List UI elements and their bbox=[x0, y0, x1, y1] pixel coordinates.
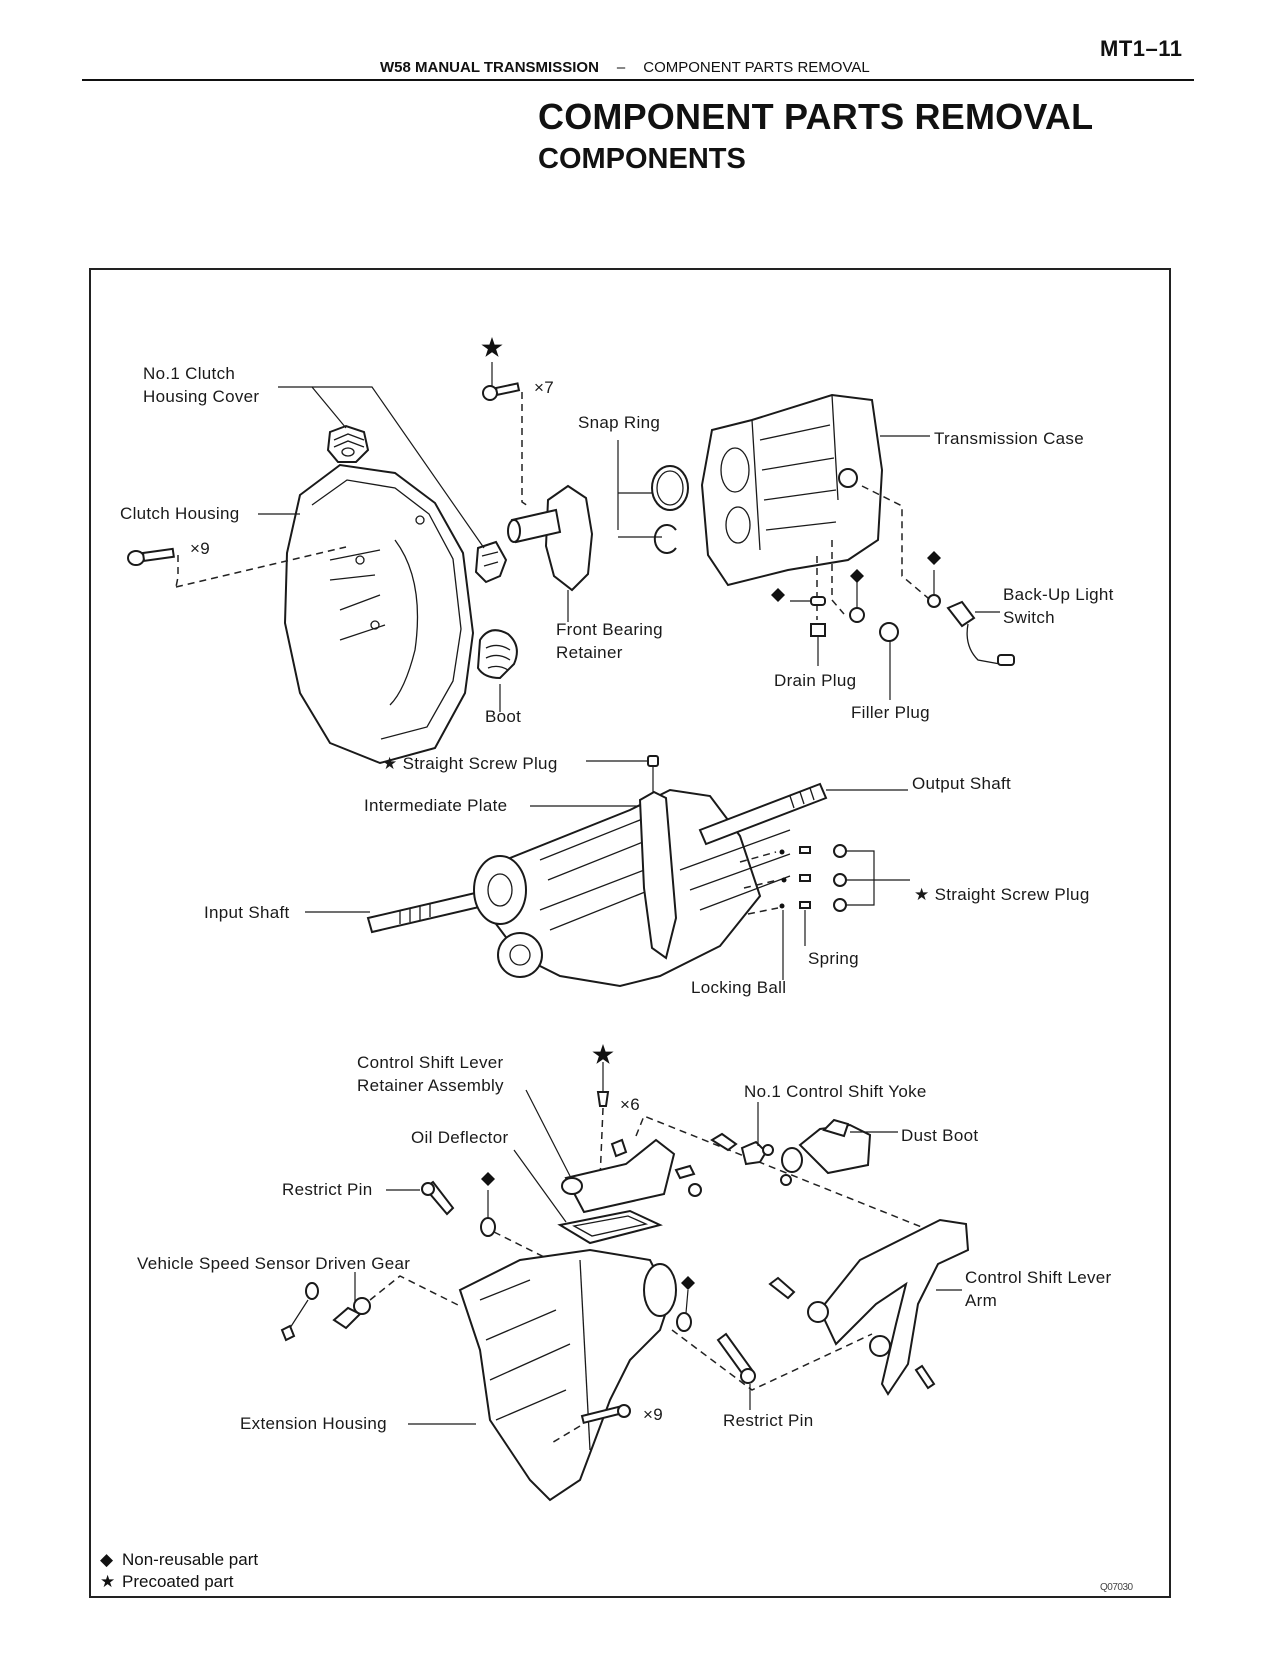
control-shift-yoke-part bbox=[710, 1102, 792, 1186]
non-reusable-diamond-icon bbox=[850, 569, 864, 583]
clutch-housing-bolt-part bbox=[127, 546, 347, 588]
diagram-frame bbox=[89, 268, 1171, 1598]
label-control-shift-lever-arm-line2: Arm bbox=[965, 1291, 998, 1310]
figure-code: Q07030 bbox=[1100, 1582, 1133, 1593]
label-qty-bearing-bolts: ×7 bbox=[534, 378, 554, 397]
label-output-shaft: Output Shaft bbox=[912, 774, 1012, 793]
non-reusable-diamond-icon: ◆ bbox=[100, 1550, 114, 1569]
restrict-pin-bottom-part bbox=[671, 1329, 873, 1410]
section-name: W58 MANUAL TRANSMISSION bbox=[380, 59, 599, 76]
label-text: Straight Screw Plug bbox=[402, 754, 558, 773]
label-spring: Spring bbox=[808, 949, 859, 968]
extension-bolt-part bbox=[549, 1404, 631, 1445]
label-straight-screw-plug-right: ★ Straight Screw Plug bbox=[914, 884, 1090, 906]
label-vehicle-speed-sensor-driven-gear: Vehicle Speed Sensor Driven Gear bbox=[137, 1254, 411, 1273]
label-no1-clutch-housing-cover-line1: No.1 Clutch bbox=[143, 364, 236, 383]
label-filler-plug: Filler Plug bbox=[851, 703, 930, 722]
label-restrict-pin-bottom: Restrict Pin bbox=[723, 1411, 814, 1430]
seal-part bbox=[474, 540, 508, 584]
precoated-star-icon bbox=[592, 1044, 614, 1064]
label-oil-deflector: Oil Deflector bbox=[411, 1128, 509, 1147]
gasket-parts bbox=[480, 1190, 692, 1332]
cover-leader-2 bbox=[312, 386, 485, 549]
legend-text: Non-reusable part bbox=[122, 1550, 259, 1569]
label-input-shaft: Input Shaft bbox=[204, 903, 290, 922]
label-straight-screw-plug-top: ★ Straight Screw Plug bbox=[382, 753, 558, 775]
topic-name: COMPONENT PARTS REMOVAL bbox=[643, 59, 870, 76]
label-no1-clutch-housing-cover-line2: Housing Cover bbox=[143, 387, 260, 406]
transmission-case-part bbox=[700, 393, 930, 587]
control-shift-lever-retainer-part bbox=[525, 1089, 945, 1237]
snap-ring-parts bbox=[617, 440, 689, 554]
label-control-shift-lever-retainer-line2: Retainer Assembly bbox=[357, 1076, 504, 1095]
bearing-retainer-bolt-part bbox=[482, 362, 529, 507]
legend-item-precoated: ★ Precoated part bbox=[100, 1571, 234, 1593]
label-qty-clutch-bolts: ×9 bbox=[190, 539, 210, 558]
control-shift-lever-arm-part bbox=[768, 1218, 970, 1396]
label-intermediate-plate: Intermediate Plate bbox=[364, 796, 508, 815]
non-reusable-diamond-icon bbox=[771, 588, 785, 602]
dust-boot-part bbox=[781, 1118, 898, 1175]
label-qty-retainer-bolts: ×6 bbox=[620, 1095, 640, 1114]
clutch-housing-part bbox=[283, 463, 475, 765]
label-back-up-light-switch-line2: Switch bbox=[1003, 608, 1055, 627]
label-boot: Boot bbox=[485, 707, 522, 726]
extension-housing-part bbox=[408, 1248, 677, 1502]
non-reusable-diamond-icon bbox=[481, 1172, 495, 1186]
label-locking-ball: Locking Ball bbox=[691, 978, 787, 997]
gear-train-assembly-part bbox=[366, 782, 828, 988]
label-extension-housing: Extension Housing bbox=[240, 1414, 387, 1433]
label-snap-ring: Snap Ring bbox=[578, 413, 661, 432]
drain-plug-part bbox=[790, 596, 826, 666]
retainer-bolt-part bbox=[596, 1062, 610, 1181]
front-bearing-retainer-part bbox=[507, 484, 594, 622]
label-text: Straight Screw Plug bbox=[934, 885, 1090, 904]
label-front-bearing-retainer-line1: Front Bearing bbox=[556, 620, 663, 639]
non-reusable-diamond-icon bbox=[681, 1276, 695, 1290]
label-back-up-light-switch-line1: Back-Up Light bbox=[1003, 585, 1114, 604]
label-restrict-pin-left: Restrict Pin bbox=[282, 1180, 373, 1199]
non-reusable-diamond-icon bbox=[927, 551, 941, 565]
clutch-housing-cover-part bbox=[326, 424, 370, 463]
back-up-light-switch-part bbox=[927, 570, 1015, 666]
precoated-star-icon bbox=[481, 337, 503, 357]
boot-part bbox=[476, 629, 518, 712]
precoated-star-icon: ★ bbox=[100, 1572, 116, 1591]
precoated-star-icon: ★ bbox=[382, 754, 398, 773]
cover-leader bbox=[278, 386, 347, 429]
filler-plug-guide bbox=[831, 540, 845, 615]
detent-parts bbox=[739, 844, 910, 980]
label-front-bearing-retainer-line2: Retainer bbox=[556, 643, 623, 662]
oil-deflector-part bbox=[513, 1149, 663, 1245]
restrict-pin-left-part bbox=[386, 1180, 455, 1216]
label-clutch-housing: Clutch Housing bbox=[120, 504, 240, 523]
label-drain-plug: Drain Plug bbox=[774, 671, 857, 690]
speed-sensor-gear-part bbox=[280, 1272, 461, 1342]
label-control-shift-lever-retainer-line1: Control Shift Lever bbox=[357, 1053, 504, 1072]
running-header: W58 MANUAL TRANSMISSION–COMPONENT PARTS … bbox=[380, 59, 870, 76]
top-screw-plug-part bbox=[586, 755, 659, 792]
header-rule bbox=[82, 79, 1194, 81]
label-transmission-case: Transmission Case bbox=[934, 429, 1084, 448]
legend-item-non-reusable: ◆ Non-reusable part bbox=[100, 1549, 258, 1571]
precoated-star-icon: ★ bbox=[914, 885, 930, 904]
page-number: MT1–11 bbox=[1100, 36, 1183, 61]
label-dust-boot: Dust Boot bbox=[901, 1126, 979, 1145]
label-no1-control-shift-yoke: No.1 Control Shift Yoke bbox=[744, 1082, 927, 1101]
filler-plug-part bbox=[849, 582, 899, 700]
header-separator: – bbox=[616, 59, 626, 76]
legend-text: Precoated part bbox=[122, 1572, 234, 1591]
page-subtitle: COMPONENTS bbox=[538, 143, 746, 175]
page-title: COMPONENT PARTS REMOVAL bbox=[538, 96, 1094, 137]
label-control-shift-lever-arm-line1: Control Shift Lever bbox=[965, 1268, 1112, 1287]
label-qty-extension-bolts: ×9 bbox=[643, 1405, 663, 1424]
